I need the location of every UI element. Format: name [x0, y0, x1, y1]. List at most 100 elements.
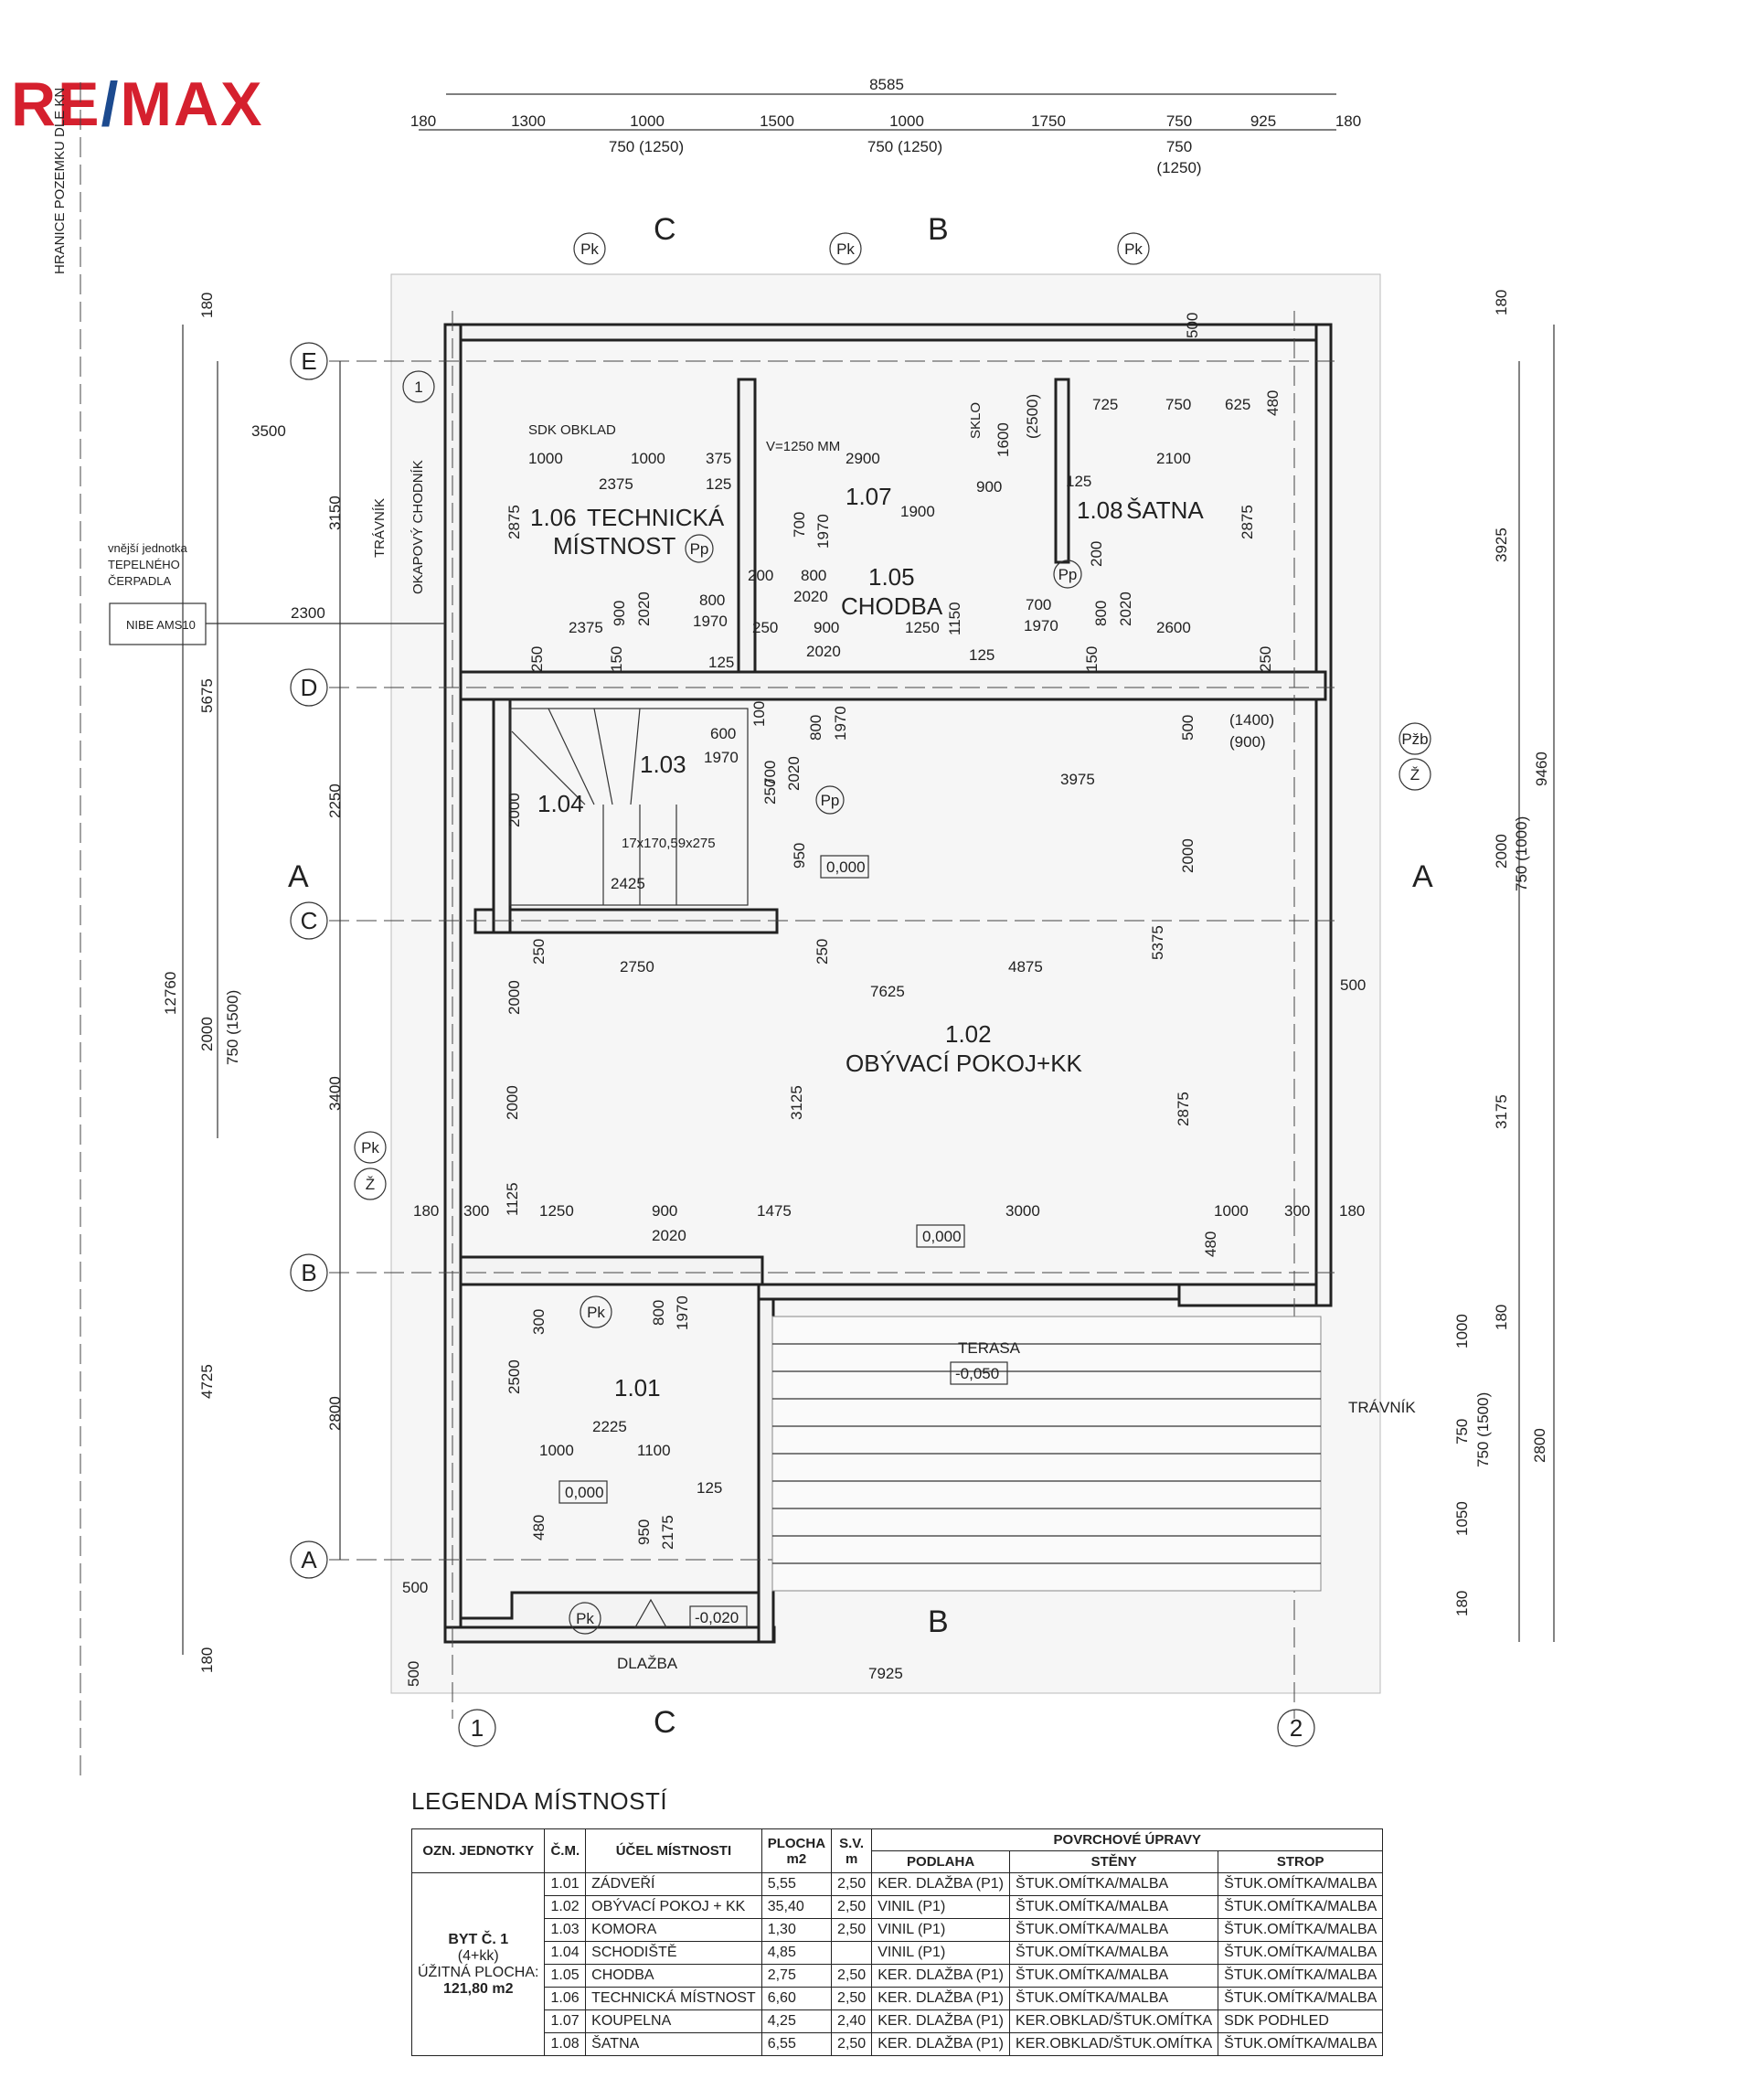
- right-dimensions: 180 3925 9460 2000 750 (1000) 3175 180 1…: [1184, 290, 1555, 1642]
- cell-area: 6,55: [760, 2032, 833, 2056]
- unit-info-1: BYT Č. 1: [448, 1931, 509, 1947]
- cell-floor: VINIL (P1): [871, 1941, 1011, 1965]
- header-walls: STĚNY: [1009, 1850, 1219, 1873]
- staircase: [509, 708, 749, 906]
- table-row: 1.02 OBÝVACÍ POKOJ + KK 35,40 2,50 VINIL…: [412, 1895, 1384, 1919]
- dim-misc-43: 125: [708, 654, 734, 671]
- cell-area: 5,55: [760, 1872, 833, 1896]
- dim-right-10: 750 (1500): [1474, 1392, 1492, 1467]
- dim-misc-41: 250: [528, 646, 546, 672]
- header-sv-unit: m: [845, 1850, 858, 1867]
- label-stairs: 17x170,59x275: [622, 836, 716, 851]
- label-heat-pump-3: ČERPADLA: [108, 574, 171, 588]
- dim-right-15: 500: [1340, 976, 1366, 994]
- header-sv-label: S.V.: [839, 1835, 865, 1851]
- dim-misc-83: 180: [1339, 1202, 1365, 1220]
- dim-misc-17: 125: [1066, 473, 1091, 490]
- dim-misc-37: 250: [752, 619, 778, 636]
- dim-right-6: 3175: [1493, 1094, 1510, 1129]
- label-terasa: TERASA: [958, 1339, 1021, 1357]
- pk-marker-1: Pk: [580, 240, 599, 258]
- room-106-name-1: TECHNICKÁ: [587, 504, 725, 531]
- room-106-name-2: MÍSTNOST: [553, 532, 675, 560]
- table-row: 1.06 TECHNICKÁ MÍSTNOST 6,60 2,50 KER. D…: [412, 1987, 1384, 2010]
- section-c-bottom: C: [654, 1705, 676, 1740]
- dim-misc-9: 725: [1092, 396, 1118, 413]
- dim-left-6: 2000: [198, 1017, 216, 1051]
- dim-misc-75: 300: [463, 1202, 489, 1220]
- dim-right-9: 750: [1453, 1419, 1471, 1444]
- dim-misc-79: 1475: [757, 1202, 792, 1220]
- dim-top-2: 1300: [511, 112, 546, 130]
- level-000-1: 0,000: [826, 858, 866, 876]
- dim-misc-8: 2875: [505, 505, 523, 539]
- z-marker-3: Ž: [1410, 766, 1420, 784]
- dim-misc-10: 750: [1165, 396, 1191, 413]
- pk-marker-7: Pk: [576, 1610, 594, 1627]
- table-row: BYT Č. 1 (4+kk) ÚŽITNÁ PLOCHA: 121,80 m2…: [410, 1872, 1384, 2056]
- table-row: 1.03 KOMORA 1,30 2,50 VINIL (P1) ŠTUK.OM…: [412, 1918, 1384, 1942]
- level-000-2: 0,000: [922, 1228, 962, 1245]
- dim-misc-16: 2100: [1156, 450, 1191, 467]
- dim-misc-27: 2875: [1239, 505, 1256, 539]
- cell-floor: KER. DLAŽBA (P1): [871, 1987, 1011, 2010]
- dim-misc-86: 300: [530, 1309, 548, 1335]
- cell-purpose: CHODBA: [585, 1964, 762, 1988]
- header-sv: S.V.m: [831, 1828, 873, 1873]
- dim-misc-26: 200: [1088, 541, 1105, 567]
- dim-left-5: 12760: [162, 972, 179, 1015]
- dim-right-8: 1000: [1453, 1314, 1471, 1348]
- dim-top-7: 750: [1166, 112, 1192, 130]
- level-entry: -0,020: [695, 1609, 739, 1626]
- dim-misc-82: 300: [1284, 1202, 1310, 1220]
- cell-cm: 1.05: [544, 1964, 587, 1988]
- misc-labels: TRÁVNÍK OKAPOVÝ CHODNÍK TRÁVNÍK TERASA D…: [108, 402, 1416, 1672]
- wall-106-107: [737, 378, 757, 674]
- pp-marker-3: Pp: [821, 792, 840, 809]
- cell-purpose: TECHNICKÁ MÍSTNOST: [585, 1987, 762, 2010]
- cell-purpose: ZÁDVEŘÍ: [585, 1872, 762, 1896]
- label-travnik-left: TRÁVNÍK: [372, 498, 388, 558]
- pk-marker-5: Pk: [587, 1304, 605, 1321]
- dim-misc-85: 480: [1202, 1231, 1219, 1257]
- dim-misc-73: 2875: [1175, 1092, 1192, 1126]
- dim-right-4: 2000: [1493, 834, 1510, 869]
- dim-misc-6: 2375: [599, 475, 633, 493]
- dim-misc-52: 1970: [832, 706, 849, 741]
- marker-one: 1: [414, 378, 422, 396]
- dim-misc-77: 1250: [539, 1202, 574, 1220]
- cell-walls: ŠTUK.OMÍTKA/MALBA: [1009, 1895, 1219, 1919]
- axis-label-2: 2: [1290, 1714, 1303, 1742]
- cell-area: 4,85: [760, 1941, 833, 1965]
- remax-logo: RE/MAX: [11, 69, 263, 140]
- dim-misc-55: (900): [1229, 733, 1266, 751]
- dim-misc-64: 2000: [505, 980, 523, 1015]
- dim-top-3: 1000: [630, 112, 665, 130]
- section-b-bottom: B: [928, 1604, 949, 1639]
- dim-misc-44: 2020: [806, 643, 841, 660]
- header-unit: OZN. JEDNOTKY: [410, 1828, 546, 1873]
- unit-info-4: 121,80 m2: [442, 1980, 514, 1997]
- pzb-marker: Pžb: [1401, 730, 1428, 748]
- cell-area: 4,25: [760, 2009, 833, 2033]
- cell-walls: ŠTUK.OMÍTKA/MALBA: [1009, 1872, 1219, 1896]
- label-v-mm: V=1250 MM: [766, 439, 840, 454]
- room-102-number: 1.02: [945, 1020, 992, 1048]
- header-cm: Č.M.: [544, 1828, 587, 1873]
- dim-top-r2-2: 750 (1250): [867, 138, 942, 155]
- dim-misc-91: 1000: [539, 1442, 574, 1459]
- dim-misc-35: 2020: [1117, 592, 1134, 626]
- dim-top-r2-3: 750: [1166, 138, 1192, 155]
- dim-misc-62: 2000: [505, 793, 523, 827]
- dim-misc-22: 200: [748, 567, 773, 584]
- pp-marker-1: Pp: [690, 540, 709, 558]
- cell-ceiling: ŠTUK.OMÍTKA/MALBA: [1218, 2032, 1384, 2056]
- dim-right-5: 750 (1000): [1513, 816, 1530, 891]
- axis-label-b: B: [301, 1259, 316, 1286]
- dim-misc-92: 1100: [637, 1442, 671, 1459]
- pk-markers: Pk Pk Pk Pk Ž Pk Pk Ž Pk Pžb Ž 1 Pp Pp P…: [354, 232, 1431, 1635]
- dim-top-5: 1000: [889, 112, 924, 130]
- room-105-name: CHODBA: [841, 592, 943, 620]
- room-108-name: ŠATNA: [1126, 496, 1204, 524]
- section-c-top: C: [654, 212, 676, 247]
